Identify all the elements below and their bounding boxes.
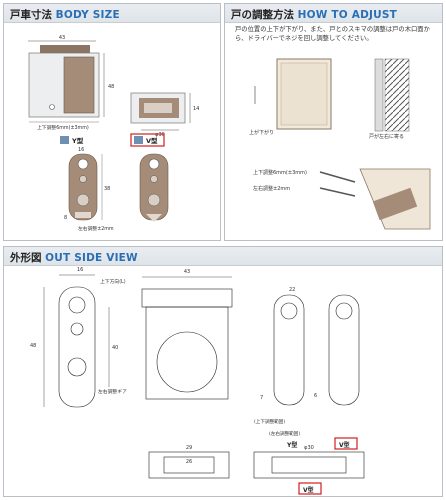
label-updown: 上下調整6mm(±3mm) [37,124,89,131]
dim-29-ov: 29 [186,445,192,451]
v-type-ov: V型 [339,441,350,449]
y-type-ov: Y型 [286,441,297,449]
outside-view-title-en: OUT SIDE VIEW [45,252,138,264]
v-type-bottom-highlight [298,482,322,495]
left-part-drawing [43,274,110,408]
dim-phi30-ov: φ30 [304,445,314,451]
how-to-adjust-diagram: 上が下がり 戸が左右に寄る 上下調整6mm(±3mm) 左右調整±2mm [249,58,431,230]
label-lr-adjust: 左右調整±2mm [253,185,290,192]
dim-width-label: 43 [59,35,65,41]
adjust-description: 戸の位置の上下が下がり、また、戸とのスキマの調整は戸の木口面から、ドライバーでネ… [235,26,430,42]
middle-part-drawing [141,276,233,400]
label-top: 上下方向(L) [100,278,126,285]
dim-48-ov: 48 [30,343,36,349]
bottom-plan-drawings [148,451,365,479]
right-parts-drawing [273,294,360,406]
label-lr-range: (左右調整範囲) [269,430,300,437]
dim-6-ov: 6 [314,393,317,399]
how-to-adjust-header: 戸の調整方法 HOW TO ADJUST [225,4,442,23]
dim-16-label: 16 [78,147,84,153]
dim-22-ov: 22 [289,287,295,293]
label-updown-adjust: 上下調整6mm(±3mm) [253,169,307,176]
outside-view-title-jp: 外形図 [10,252,42,264]
body-size-title: 戸車寸法 BODY SIZE [10,7,120,22]
door-illustration: 上が下がり [249,58,332,136]
type-labels: Y型 V型 [60,133,165,147]
y-type-icon [60,136,69,144]
dim-40-ov: 40 [112,345,118,351]
side-view: 14 φ30 [130,92,199,138]
body-size-title-en: BODY SIZE [55,9,120,21]
outside-view-diagram: 16 48 40 上下方向(L) 左右調整ギア 43 22 7 6 (上下調整範… [30,267,365,495]
dim-43-ov: 43 [184,269,190,275]
label-gap: 戸が左右に寄る [369,133,404,140]
outside-view-header: 外形図 OUT SIDE VIEW [4,247,442,266]
body-size-panel: 戸車寸法 BODY SIZE 43 48 上下調整6mm(±3mm) 14 φ3… [3,3,221,241]
label-updown-gear: (上下調整範囲) [254,418,285,425]
how-to-adjust-panel: 戸の調整方法 HOW TO ADJUST 戸の位置の上下が下がり、また、戸とのス… [224,3,443,241]
v-type-label: V型 [146,136,158,145]
body-size-title-jp: 戸車寸法 [10,9,52,21]
roller-closeup [319,168,431,230]
y-type-part: 38 16 8 左右調整±2mm [64,147,114,232]
dim-16-ov: 16 [77,267,83,273]
how-to-adjust-title: 戸の調整方法 HOW TO ADJUST [231,7,397,22]
how-to-adjust-title-en: HOW TO ADJUST [297,9,397,21]
v-type-ov-highlight [334,437,358,450]
body-size-header: 戸車寸法 BODY SIZE [4,4,220,23]
outside-view-title: 外形図 OUT SIDE VIEW [10,250,138,265]
dim-26-ov: 26 [186,459,192,465]
frame-section: 戸が左右に寄る [369,58,410,140]
dim-30-label: φ30 [155,132,165,138]
label-lr-gear: 左右調整ギア [98,388,127,395]
how-to-adjust-title-jp: 戸の調整方法 [231,9,294,21]
v-type-part [139,153,169,222]
dim-height-label: 48 [108,84,114,90]
v-type-bottom: V型 [303,486,314,494]
dim-14-label: 14 [193,106,199,112]
v-type-highlight [130,133,165,147]
outside-view-panel: 外形図 OUT SIDE VIEW 16 48 40 上下方向(L) 左右調整ギ… [3,246,443,497]
label-lr: 左右調整±2mm [78,225,114,232]
dim-38-label: 38 [104,186,110,192]
front-view: 43 48 上下調整6mm(±3mm) [28,35,114,131]
dim-7-ov: 7 [260,395,263,401]
v-type-icon [134,136,143,144]
body-size-diagram: 43 48 上下調整6mm(±3mm) 14 φ30 Y型 V型 [28,35,199,232]
y-type-label: Y型 [71,136,84,145]
dim-8-label: 8 [64,215,67,221]
label-up: 上が下がり [249,129,274,136]
